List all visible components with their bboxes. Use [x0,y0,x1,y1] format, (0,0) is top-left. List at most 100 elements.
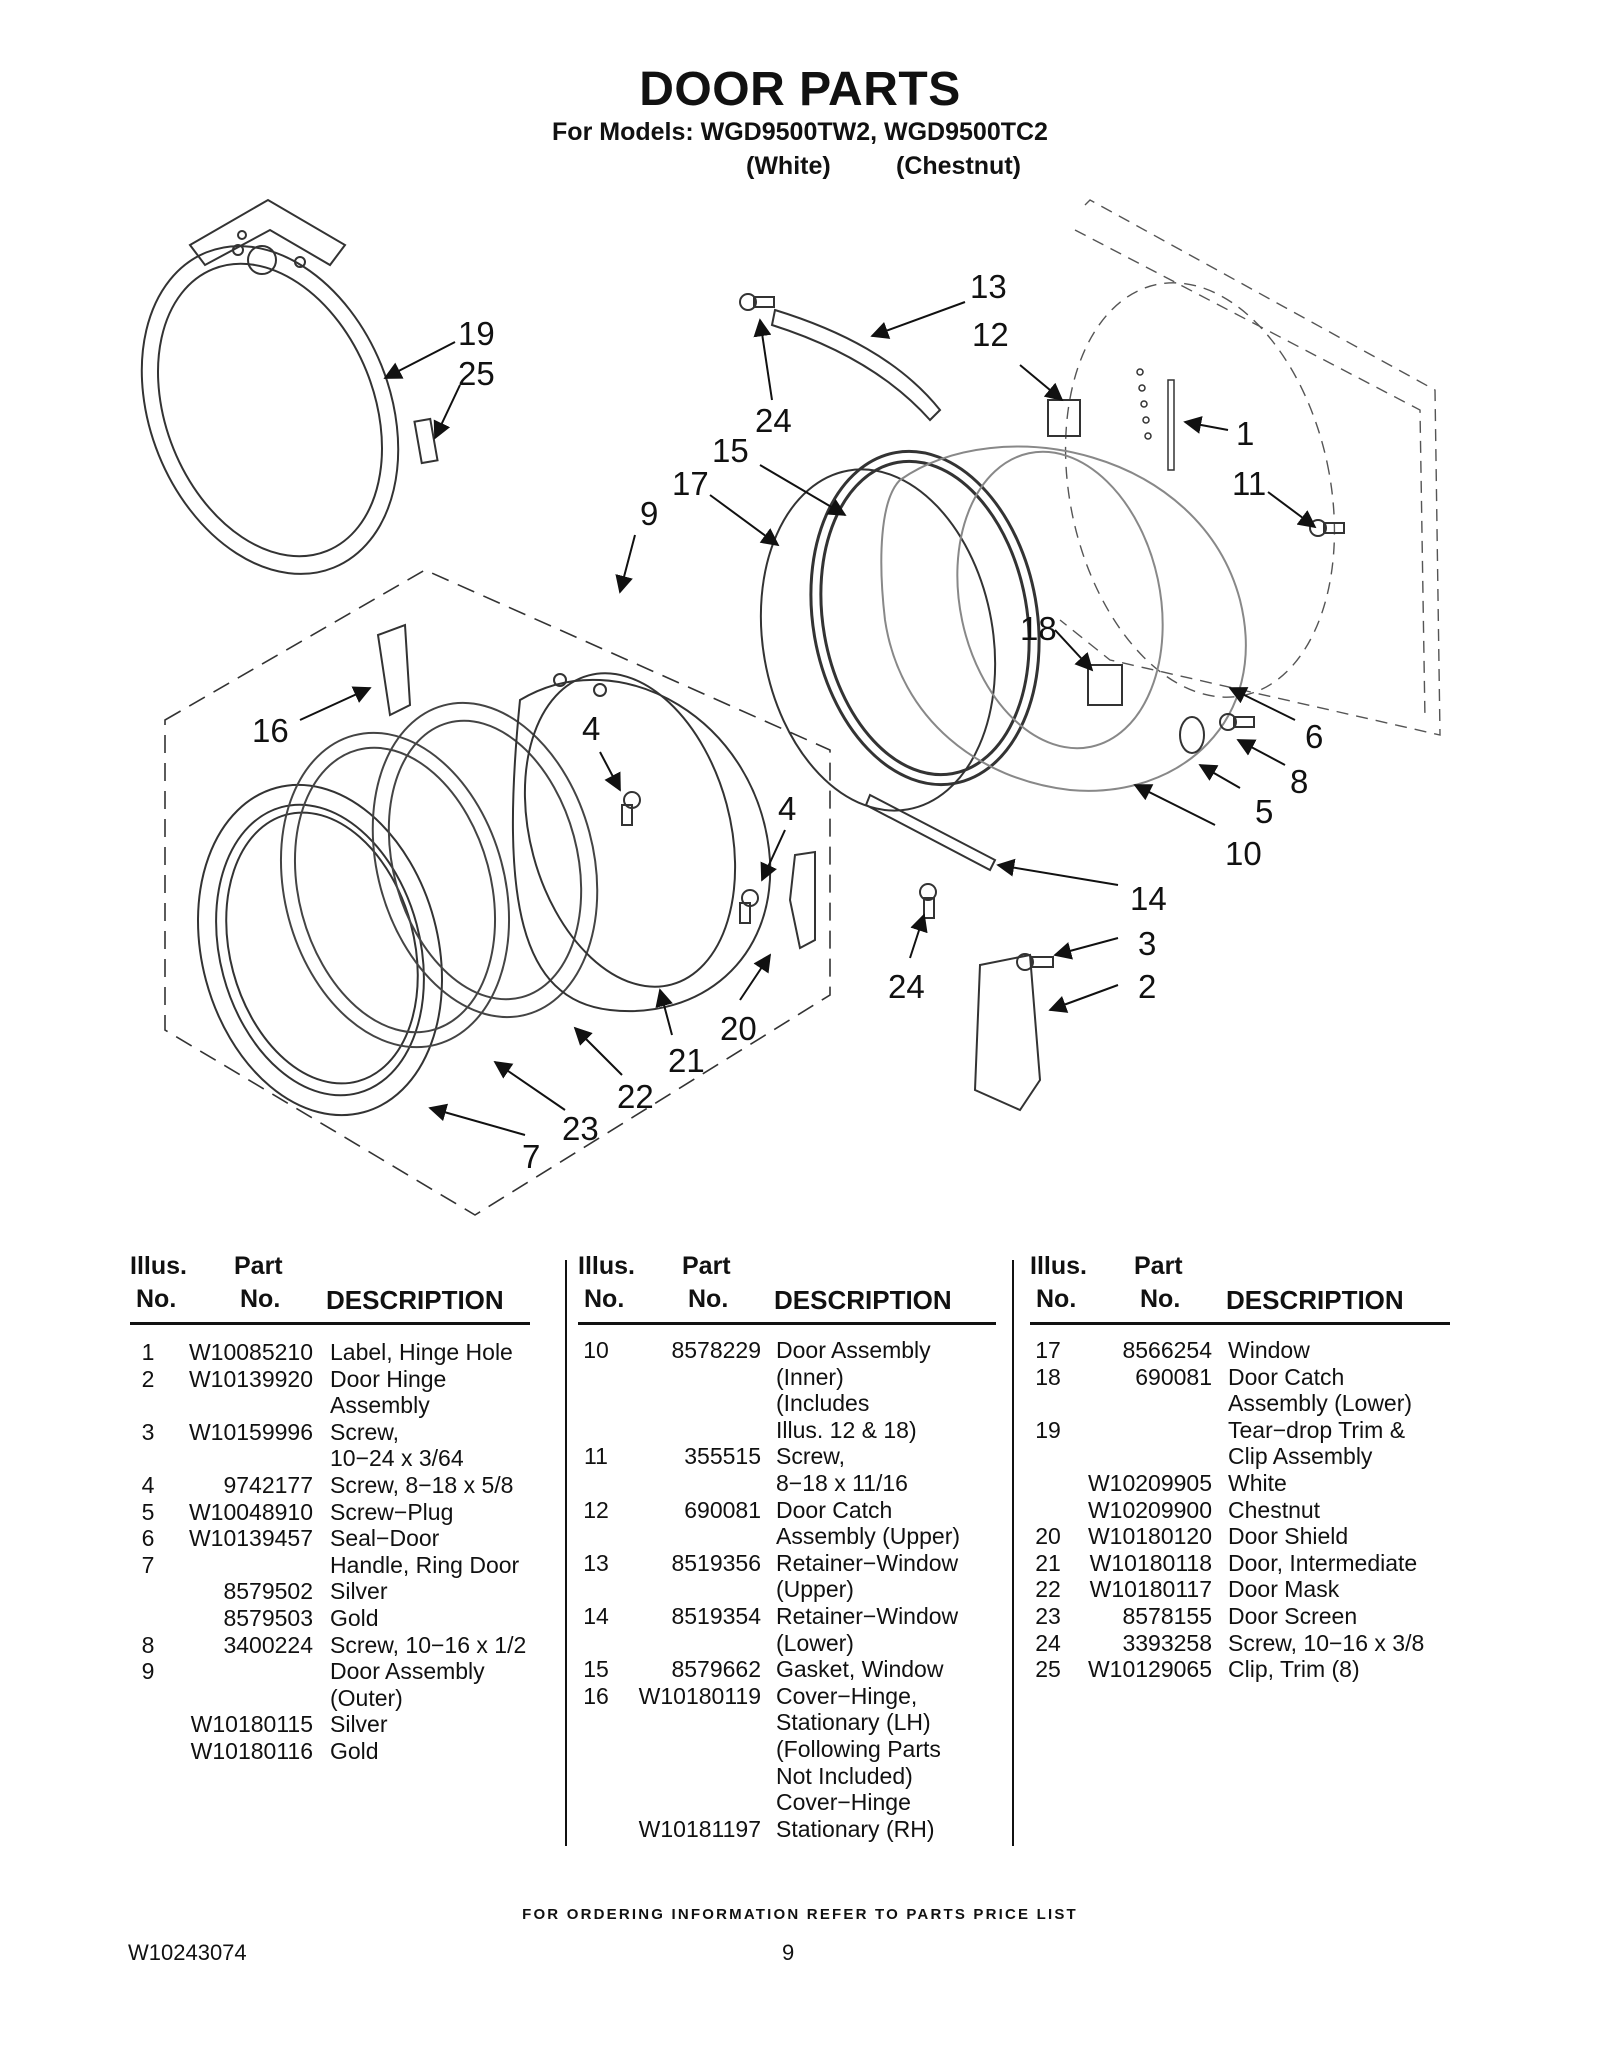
illus-number: 8 [141,1631,155,1658]
document-number: W10243074 [128,1940,247,1965]
part-number: W10180119 [638,1682,761,1709]
description: Gold [330,1737,379,1764]
illus-number: 1 [141,1339,155,1365]
description: Seal−Door [330,1525,440,1552]
callout-20: 20 [720,1010,757,1047]
part-number: W10085210 [188,1339,313,1365]
table-row: 8579502 Silver [130,1578,530,1605]
part-number: W10129065 [1087,1656,1212,1683]
header-illus-no: No. [1036,1285,1077,1313]
models-line: For Models: WGD9500TW2, WGD9500TC2 [552,118,1048,146]
description: (Inner) [776,1363,844,1390]
description: Window [1228,1337,1310,1363]
description: Assembly (Upper) [776,1523,961,1550]
illus-number: 24 [1035,1629,1061,1656]
part-number: 8579502 [223,1578,313,1605]
part-number: W10159996 [188,1418,313,1445]
description: Door Shield [1228,1523,1349,1550]
part-number: W10180116 [190,1737,313,1764]
exploded-diagram: 19 25 13 12 24 15 17 9 1 11 18 16 4 4 6 … [140,198,1441,1216]
table-row: W10209905 White [1030,1470,1450,1497]
table-header: Illus. Part No. No. DESCRIPTION [130,1252,530,1325]
part-number: 8578229 [671,1337,761,1363]
description: Silver [330,1578,388,1605]
description: (Upper) [776,1576,854,1603]
table-row: Assembly (Upper) [578,1523,996,1550]
callout-9: 9 [640,495,658,532]
header-illus: Illus. [130,1252,187,1280]
part-number: 8579503 [223,1604,313,1631]
illus-number: 12 [583,1496,609,1523]
table-header: Illus. Part No. No. DESCRIPTION [578,1252,996,1325]
part-number: 690081 [684,1496,761,1523]
illus-number: 9 [141,1658,155,1685]
description: Cover−Hinge [776,1789,911,1816]
callout-16: 16 [252,712,289,749]
description: (Includes [776,1390,870,1417]
part-number: W10180117 [1089,1576,1212,1603]
door-intermediate [511,672,772,1013]
description: Gold [330,1604,379,1631]
table-row: 10−24 x 3/64 [130,1445,530,1472]
color-chestnut-label: (Chestnut) [896,152,1021,180]
description: Screw, 8−18 x 5/8 [330,1471,514,1498]
illus-number: 3 [141,1418,155,1445]
description: Tear−drop Trim & [1228,1416,1406,1443]
part-number: W10139920 [188,1365,313,1392]
description: Cover−Hinge, [776,1682,918,1709]
header-part: Part [682,1252,731,1280]
table-row: Not Included) [578,1763,996,1790]
callout-19: 19 [458,315,495,352]
door-assembly-outer-boundary [164,569,831,1216]
part-number: 8579662 [671,1656,761,1683]
description: White [1228,1469,1287,1496]
table-row: Illus. 12 & 18) [578,1417,996,1444]
callout-15: 15 [712,432,749,469]
illus-number: 15 [583,1656,609,1683]
callout-24-upper: 24 [755,402,792,439]
callout-4-right: 4 [778,790,796,827]
description: Not Included) [776,1762,913,1789]
callout-24-lower: 24 [888,968,925,1005]
illus-number: 22 [1035,1576,1061,1603]
ordering-note: FOR ORDERING INFORMATION REFER TO PARTS … [522,1906,1078,1923]
door-screen [279,731,511,1049]
description: Door Hinge [330,1365,447,1392]
table-row: 1 W10085210 Label, Hinge Hole [130,1339,530,1366]
description: Door Assembly [776,1337,931,1363]
callout-13: 13 [970,268,1007,305]
callout-23: 23 [562,1110,599,1147]
table-row: Assembly (Lower) [1030,1390,1450,1417]
illus-number: 14 [583,1602,609,1629]
description: Door Catch [776,1496,893,1523]
color-white-label: (White) [746,152,831,180]
header-part: Part [234,1252,283,1280]
table-row: Cover−Hinge [578,1789,996,1816]
part-number: W10180115 [190,1711,313,1738]
illus-number: 11 [584,1443,608,1470]
part-number: 355515 [684,1443,761,1470]
tear-drop-trim [140,198,439,575]
window-glass [759,468,997,812]
table-row: (Upper) [578,1576,996,1603]
table-row: Clip Assembly [1030,1443,1450,1470]
door-mask [371,701,599,1019]
description: Label, Hinge Hole [330,1339,513,1365]
part-number: W10209905 [1087,1469,1212,1496]
part-number: 3400224 [223,1631,313,1658]
header-illus-no: No. [584,1285,625,1313]
description: Clip, Trim (8) [1228,1656,1360,1683]
illus-number: 18 [1035,1363,1061,1390]
